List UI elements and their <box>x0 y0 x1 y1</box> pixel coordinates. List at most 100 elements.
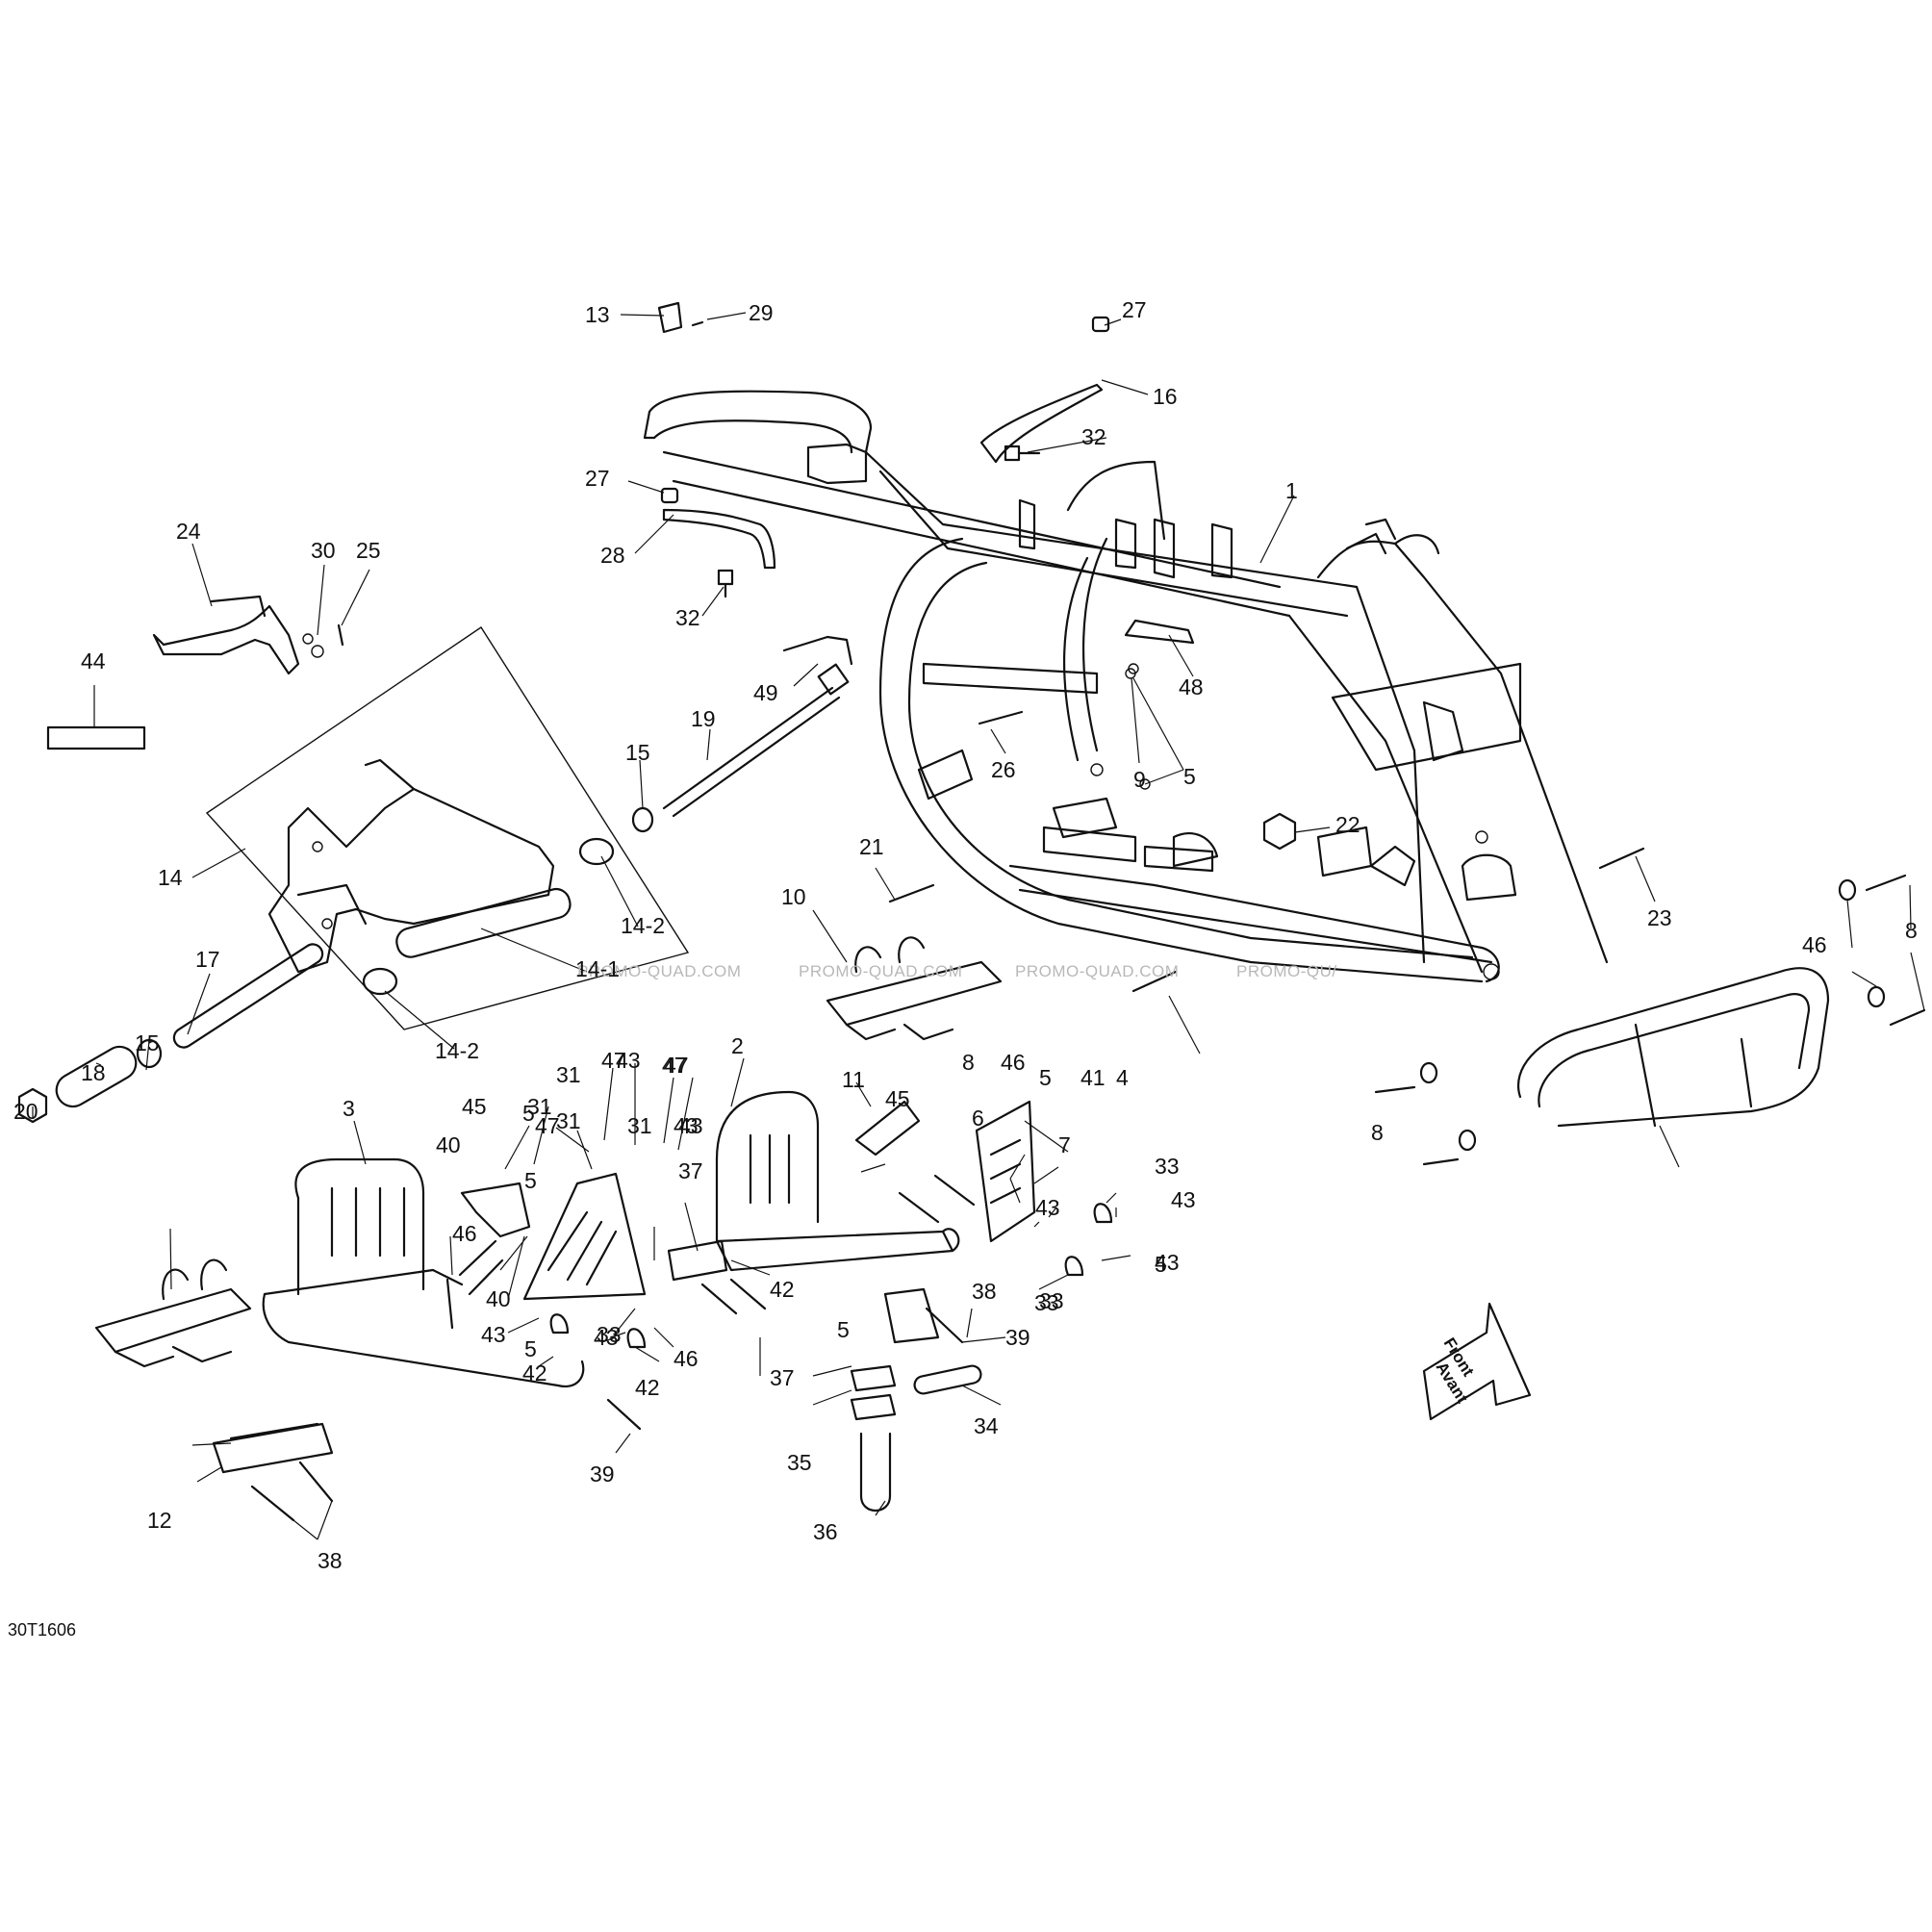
callout: 19 <box>691 706 716 731</box>
callout: 43 <box>616 1048 641 1073</box>
bolts-38-center <box>898 1174 976 1224</box>
callout: 26 <box>991 757 1016 782</box>
bolt-39-lower <box>606 1398 642 1431</box>
callout: 47 <box>662 1053 687 1078</box>
clamp-33-d <box>1064 1256 1084 1277</box>
callout: 42 <box>635 1375 660 1400</box>
callout: 5 <box>1155 1252 1167 1277</box>
callout: 40 <box>436 1132 461 1157</box>
callout: 41 <box>1080 1065 1106 1090</box>
callout: 33 <box>1155 1154 1180 1179</box>
callout: 9 <box>1133 767 1146 792</box>
callout: 8 <box>962 1050 975 1075</box>
callout: 25 <box>356 538 381 563</box>
callout: 43 <box>678 1113 703 1138</box>
swingarm-14 <box>267 758 615 996</box>
callout: 35 <box>787 1450 812 1475</box>
drawing-code: 30T1606 <box>8 1620 76 1640</box>
washer-30 <box>311 645 324 658</box>
bolt-32-upper <box>1004 445 1041 462</box>
callout: 33 <box>1039 1288 1064 1313</box>
callout: 37 <box>678 1158 703 1183</box>
callout: 38 <box>318 1548 343 1573</box>
decal-44 <box>46 725 146 750</box>
washer-30b <box>302 633 314 645</box>
bolts-38-lower <box>250 1461 334 1522</box>
callout: 4 <box>1116 1065 1129 1090</box>
tube-34 <box>913 1364 982 1395</box>
callout: 20 <box>13 1099 38 1124</box>
callout: 6 <box>972 1106 984 1131</box>
callout: 43 <box>1035 1195 1060 1220</box>
callout: 8 <box>1371 1120 1384 1145</box>
callout: 5 <box>837 1317 850 1342</box>
callout: 31 <box>627 1113 652 1138</box>
screw-29 <box>691 320 704 327</box>
clip-35 <box>850 1364 897 1421</box>
sleeve-18 <box>55 1045 138 1108</box>
bolts-37-left <box>458 1239 504 1296</box>
plate-12 <box>212 1422 334 1474</box>
callout: 15 <box>135 1030 160 1055</box>
callout: 27 <box>1122 297 1147 322</box>
swingarm-box <box>205 626 690 1030</box>
bolt-21 <box>888 883 935 903</box>
callout: 31 <box>556 1108 581 1133</box>
callout: 31 <box>556 1062 581 1087</box>
watermark-3: PROMO-QUAD.COM <box>1015 962 1179 980</box>
callout: 43 <box>594 1325 619 1350</box>
callout: 18 <box>81 1060 106 1085</box>
callout: 44 <box>81 648 106 674</box>
callout: 15 <box>625 740 650 765</box>
guard-6 <box>522 1172 647 1301</box>
callout: 14-2 <box>621 913 665 938</box>
callout: 10 <box>781 884 806 909</box>
watermark-4: PROMO-QU/ <box>1236 962 1337 980</box>
callout: 45 <box>462 1094 487 1119</box>
callout: 14-2 <box>435 1038 479 1063</box>
screw-25 <box>337 623 344 647</box>
bracket-24-tab <box>210 595 267 618</box>
callout: 42 <box>770 1277 795 1302</box>
callout: 31 <box>527 1094 552 1119</box>
callout: 47 <box>535 1113 560 1138</box>
callout: 38 <box>972 1279 997 1304</box>
ubolt-36 <box>859 1432 892 1512</box>
callout: 34 <box>974 1413 999 1438</box>
callout: 14-1 <box>575 956 620 981</box>
callout: 32 <box>1081 424 1106 449</box>
bolt-26 <box>978 710 1024 725</box>
callout: 5 <box>524 1336 537 1361</box>
bolt-39-right <box>925 1307 964 1344</box>
callout: 28 <box>600 543 625 568</box>
bolts-8-washers-46-right <box>1838 874 1926 1027</box>
strap-16 <box>979 383 1104 464</box>
callout: 39 <box>590 1462 615 1487</box>
callout: 1 <box>1285 478 1298 503</box>
callout: 14 <box>158 865 183 890</box>
callout: 32 <box>675 605 700 630</box>
shaft-17 <box>172 943 324 1049</box>
bolt-19 <box>662 663 850 818</box>
bracket-40-left <box>460 1182 531 1238</box>
callout: 39 <box>1005 1325 1030 1350</box>
bolt-32-lower <box>717 569 734 598</box>
footpeg-10 <box>826 936 1003 1041</box>
callout: 47 <box>664 1053 689 1078</box>
callout: 33 <box>1034 1290 1059 1315</box>
callout: 16 <box>1153 384 1178 409</box>
callout: 47 <box>601 1048 626 1073</box>
nut-22 <box>1262 812 1297 851</box>
bracket-48 <box>1124 619 1195 645</box>
guard-6-ribs <box>547 1210 618 1286</box>
washer-15-upper <box>631 806 654 833</box>
front-bumper-7 <box>1517 967 1830 1128</box>
callout: 29 <box>749 300 774 325</box>
nut-5 <box>1128 663 1139 674</box>
callout-labels: 13 29 27 16 32 27 28 32 1 24 30 25 44 49… <box>13 297 1918 1573</box>
callout: 46 <box>1001 1050 1026 1075</box>
bracket-40-right <box>667 1239 728 1282</box>
bracket-24 <box>152 604 300 675</box>
callout: 7 <box>1058 1132 1071 1157</box>
